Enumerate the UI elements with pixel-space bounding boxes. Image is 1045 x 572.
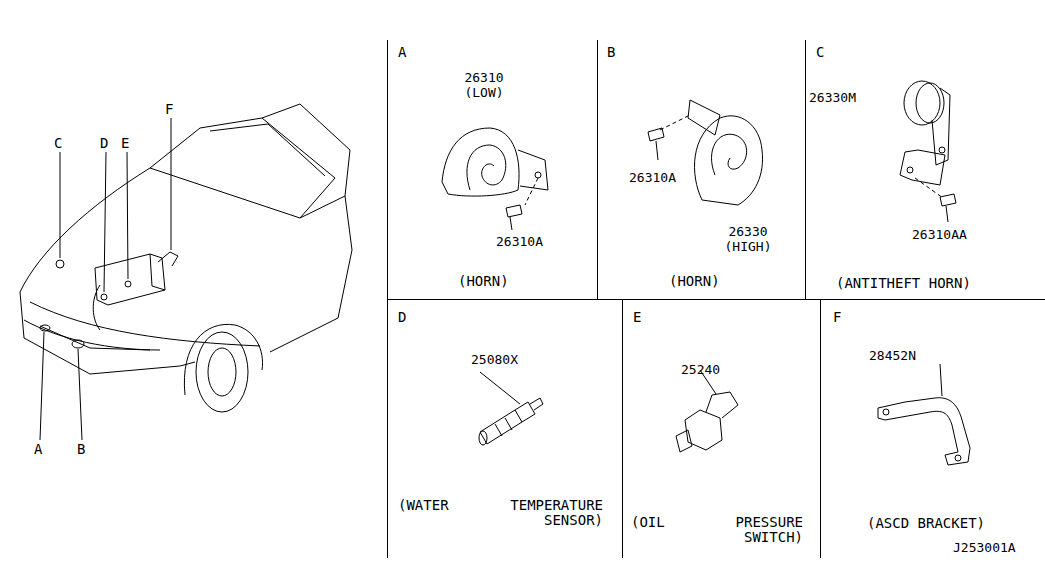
part-caption: (ANTITHEFT HORN) — [836, 276, 971, 291]
part-number: 26310AA — [912, 227, 967, 242]
panel-letter: E — [633, 310, 641, 325]
panel-letter: F — [833, 310, 841, 325]
part-number: 26310A — [496, 234, 543, 249]
callout-letter: E — [121, 136, 129, 151]
part-caption: (HORN) — [458, 274, 509, 289]
oil-pressure-switch — [676, 370, 738, 452]
parts-panel: C 26330M 26310AA (ANTITHEFT HORN) — [805, 40, 1045, 300]
water-temperature-sensor — [479, 372, 543, 445]
panel-letter: B — [607, 45, 615, 60]
parts-panel: B 26310A 26330 (HIGH) (HORN) — [597, 40, 805, 300]
part-number: 26330 (HIGH) — [718, 224, 778, 254]
leader-lines — [40, 118, 171, 440]
callout-letter: A — [34, 442, 42, 457]
part-caption: (WATER TEMPERATURE SENSOR) — [398, 498, 603, 528]
parts-panel: A 26310 (LOW) 26310A (HORN) — [387, 40, 597, 300]
parts-panel: F 28452N (ASCD BRACKET) — [820, 300, 1045, 558]
part-number: 25240 — [681, 362, 720, 377]
horn-high — [648, 100, 763, 205]
horn-low — [442, 128, 548, 230]
callout-letter: F — [165, 102, 173, 117]
panel-letter: C — [816, 45, 824, 60]
panel-letter: A — [398, 45, 406, 60]
callout-letter: B — [77, 442, 85, 457]
parts-panel: E 25240 (OIL PRESSURE SWITCH) — [622, 300, 820, 558]
car-outline — [20, 104, 352, 412]
part-number: 26310A — [629, 170, 676, 185]
part-caption: (ASCD BRACKET) — [867, 516, 985, 531]
part-number: 25080X — [471, 352, 518, 367]
part-caption: (OIL PRESSURE SWITCH) — [631, 515, 803, 545]
diagram-code: J253001A — [953, 540, 1016, 555]
ascd-bracket — [878, 364, 970, 465]
parts-panel: D 25080X (WATER TEMPERATURE SENSOR) — [387, 300, 622, 558]
part-number: 28452N — [869, 348, 916, 363]
panel-letter: D — [398, 310, 406, 325]
part-number: 26330M — [809, 90, 856, 105]
callout-letter: C — [54, 136, 62, 151]
antitheft-horn — [900, 81, 956, 222]
part-caption: (HORN) — [669, 274, 720, 289]
callout-letter: D — [100, 136, 108, 151]
part-number: 26310 (LOW) — [458, 70, 510, 100]
